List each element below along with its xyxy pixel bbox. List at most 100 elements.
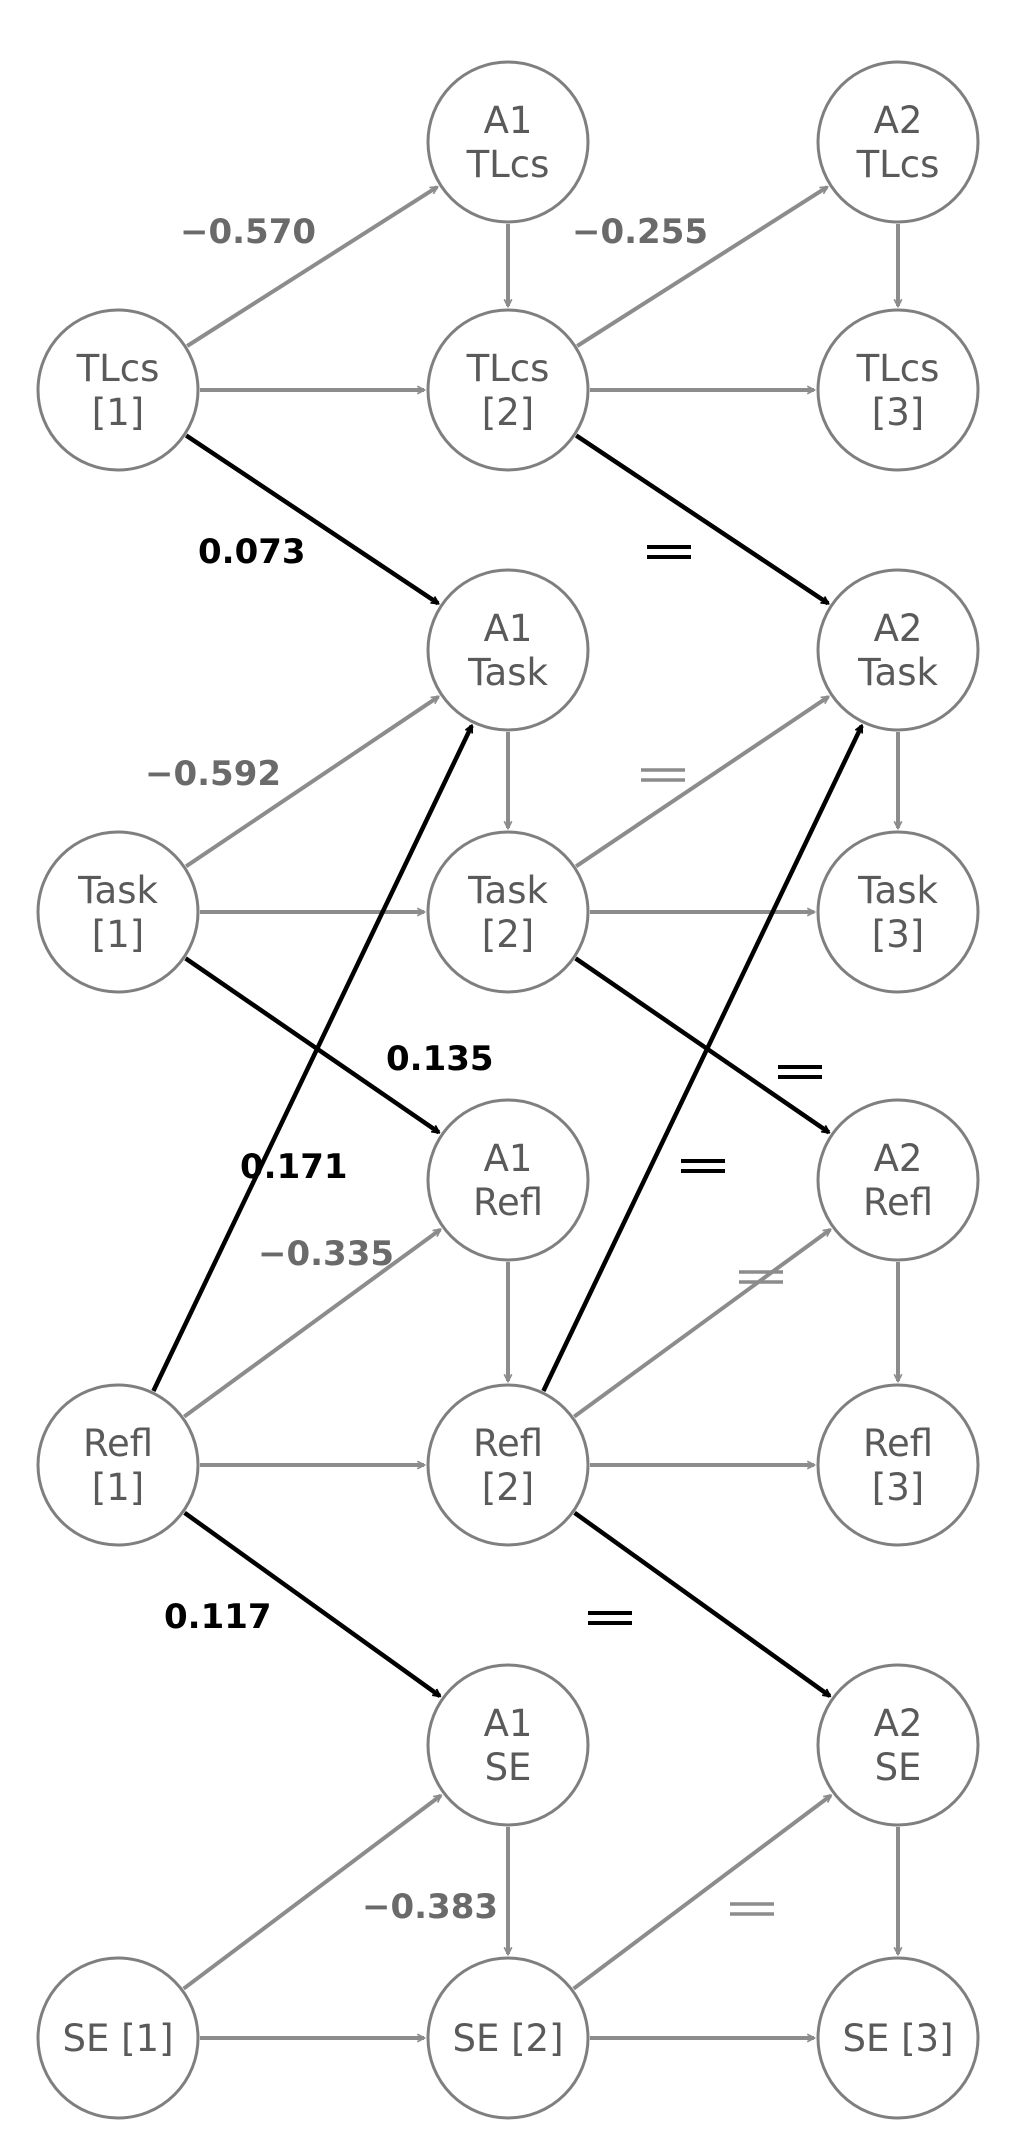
node-circle-TLcs-2 xyxy=(426,308,590,472)
node-circle-A1-Task xyxy=(426,568,590,732)
node-label-A1-SE-0: A1 xyxy=(484,1702,533,1745)
node-label-SE-1-0: SE [1] xyxy=(62,2017,173,2060)
equality-marker-eq-tlcs-task xyxy=(647,545,691,559)
node-circle-SE-1 xyxy=(36,1956,200,2120)
node-label-A2-TLcs-0: A2 xyxy=(874,99,923,142)
node-circle-SE-2 xyxy=(426,1956,590,2120)
node-label-A2-Refl-1: Refl xyxy=(863,1181,933,1224)
node-label-A1-Task-1: Task xyxy=(467,651,548,694)
node-TLcs-3: TLcs[3] xyxy=(816,308,980,472)
node-circle-A1-TLcs xyxy=(426,60,590,224)
node-circle-Task-2 xyxy=(426,830,590,994)
equality-marker-eq-refl-se xyxy=(588,1611,632,1625)
edge-Refl-1-to-A1-Refl xyxy=(183,1227,440,1419)
equality-marker-eq-refl-a2 xyxy=(739,1270,783,1284)
node-circle-Task-3 xyxy=(816,830,980,994)
equality-marker-eq-task-refl xyxy=(778,1065,822,1079)
node-label-A1-SE-1: SE xyxy=(485,1746,532,1789)
coefficient-label-lbl-tlcs-a2: −0.255 xyxy=(572,212,708,252)
node-circle-SE-3 xyxy=(816,1956,980,2120)
node-label-Refl-1-0: Refl xyxy=(83,1422,153,1465)
equality-marker-eq-refl-task xyxy=(681,1159,725,1173)
node-label-A1-Refl-1: Refl xyxy=(473,1181,543,1224)
node-label-TLcs-1-0: TLcs xyxy=(76,347,160,390)
node-label-TLcs-3-0: TLcs xyxy=(856,347,940,390)
node-label-SE-2-0: SE [2] xyxy=(452,2017,563,2060)
node-label-TLcs-2-0: TLcs xyxy=(466,347,550,390)
edge-Refl-1-to-A1-Task xyxy=(151,726,474,1392)
node-label-Task-3-1: [3] xyxy=(872,913,924,956)
node-SE-3: SE [3] xyxy=(816,1956,980,2120)
node-circle-A1-Refl xyxy=(426,1098,590,1262)
node-label-TLcs-2-1: [2] xyxy=(482,391,534,434)
node-circle-A2-TLcs xyxy=(816,60,980,224)
node-label-A2-Task-1: Task xyxy=(857,651,938,694)
node-label-Task-3-0: Task xyxy=(857,869,938,912)
edge-Task-2-to-A2-Task xyxy=(574,695,828,868)
node-circle-Task-1 xyxy=(36,830,200,994)
node-label-Refl-2-1: [2] xyxy=(482,1466,534,1509)
labels-layer: −0.570−0.2550.073−0.5920.1350.171−0.3350… xyxy=(145,212,708,1927)
coefficient-label-lbl-se-a1: −0.383 xyxy=(362,1887,498,1927)
node-SE-1: SE [1] xyxy=(36,1956,200,2120)
node-label-A1-TLcs-1: TLcs xyxy=(466,143,550,186)
node-circle-A2-Task xyxy=(816,568,980,732)
node-Task-2: Task[2] xyxy=(426,830,590,994)
edge-SE-2-to-A2-SE xyxy=(572,1793,831,1991)
node-label-Task-2-1: [2] xyxy=(482,913,534,956)
edge-Refl-1-to-A1-SE xyxy=(183,1510,440,1698)
node-TLcs-2: TLcs[2] xyxy=(426,308,590,472)
edge-Task-1-to-A1-Task xyxy=(184,695,438,868)
node-label-A1-Task-0: A1 xyxy=(484,607,533,650)
node-label-Task-1-0: Task xyxy=(77,869,158,912)
node-circle-A1-SE xyxy=(426,1663,590,1827)
edge-TLcs-1-to-A1-Task xyxy=(184,433,438,606)
node-circle-Refl-2 xyxy=(426,1383,590,1547)
node-Refl-3: Refl[3] xyxy=(816,1383,980,1547)
edge-Task-1-to-A1-Refl xyxy=(184,956,439,1135)
node-TLcs-1: TLcs[1] xyxy=(36,308,200,472)
coefficient-label-lbl-refl-se: 0.117 xyxy=(164,1597,272,1637)
node-label-A2-TLcs-1: TLcs xyxy=(856,143,940,186)
node-Task-1: Task[1] xyxy=(36,830,200,994)
node-SE-2: SE [2] xyxy=(426,1956,590,2120)
equality-marker-eq-task-a2 xyxy=(641,768,685,782)
edge-Task-2-to-A2-Refl xyxy=(574,956,829,1135)
node-label-TLcs-1-1: [1] xyxy=(92,391,144,434)
node-label-Task-2-0: Task xyxy=(467,869,548,912)
node-Refl-1: Refl[1] xyxy=(36,1383,200,1547)
node-label-TLcs-3-1: [3] xyxy=(872,391,924,434)
edge-TLcs-2-to-A2-TLcs xyxy=(576,185,827,348)
edge-Refl-2-to-A2-Task xyxy=(541,726,864,1392)
node-label-Refl-3-1: [3] xyxy=(872,1466,924,1509)
node-label-A1-TLcs-0: A1 xyxy=(484,99,533,142)
edge-Refl-2-to-A2-Refl xyxy=(573,1227,830,1419)
node-label-Refl-2-0: Refl xyxy=(473,1422,543,1465)
node-circle-A2-Refl xyxy=(816,1098,980,1262)
equals-layer xyxy=(588,545,822,1916)
node-circle-TLcs-3 xyxy=(816,308,980,472)
coefficient-label-lbl-tlcs-a1: −0.570 xyxy=(180,212,316,252)
node-label-A1-Refl-0: A1 xyxy=(484,1137,533,1180)
node-Refl-2: Refl[2] xyxy=(426,1383,590,1547)
node-label-Task-1-1: [1] xyxy=(92,913,144,956)
node-Task-3: Task[3] xyxy=(816,830,980,994)
node-circle-Refl-1 xyxy=(36,1383,200,1547)
edge-Refl-2-to-A2-SE xyxy=(573,1510,830,1698)
node-label-A2-SE-0: A2 xyxy=(874,1702,923,1745)
node-label-A2-Refl-0: A2 xyxy=(874,1137,923,1180)
edge-TLcs-1-to-A1-TLcs xyxy=(186,185,437,348)
edge-TLcs-2-to-A2-Task xyxy=(574,433,828,606)
node-circle-A2-SE xyxy=(816,1663,980,1827)
node-circle-Refl-3 xyxy=(816,1383,980,1547)
node-label-Refl-3-0: Refl xyxy=(863,1422,933,1465)
node-label-Refl-1-1: [1] xyxy=(92,1466,144,1509)
node-label-A2-Task-0: A2 xyxy=(874,607,923,650)
